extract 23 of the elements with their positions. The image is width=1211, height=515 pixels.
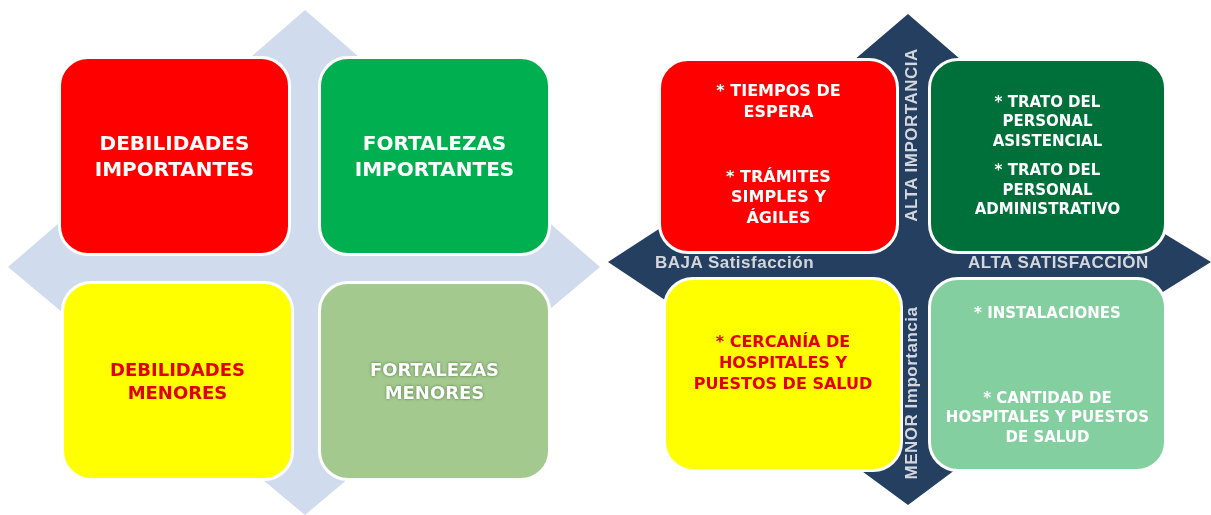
box-text: * INSTALACIONES (974, 304, 1121, 324)
quadrant-box (658, 58, 899, 254)
quadrant-box (928, 277, 1167, 472)
quadrant-box (318, 281, 551, 481)
quadrant-box (318, 56, 551, 256)
box-text: * CANTIDAD DE HOSPITALES Y PUESTOS DE SALUD (944, 388, 1151, 447)
box-text: * TRATO DEL PERSONAL ASISTENCIAL (991, 92, 1104, 151)
box-text: DEBILIDADES MENORES (109, 357, 246, 405)
quadrant-box (58, 56, 291, 256)
box-text: * TRATO DEL PERSONAL ADMINISTRATIVO (973, 161, 1122, 220)
box-text: * TIEMPOS DE ESPERA (715, 81, 842, 123)
quadrant-box (663, 277, 903, 472)
box-text: * TRÁMITES SIMPLES Y ÁGILES (725, 166, 832, 229)
axis-label: ALTA IMPORTANCIA (901, 48, 922, 222)
box-text: DEBILIDADES IMPORTANTES (93, 130, 256, 182)
box-text: FORTALEZAS IMPORTANTES (353, 130, 516, 182)
axis-label: BAJA Satisfacción (655, 253, 815, 273)
axis-label: ALTA SATISFACCIÓN (968, 253, 1149, 273)
quadrant-box (61, 281, 294, 481)
axis-label: MENOR Importancia (901, 306, 922, 480)
box-text: * CERCANÍA DE HOSPITALES Y PUESTOS DE SALUD (692, 332, 874, 395)
box-text: FORTALEZAS MENORES (368, 357, 501, 405)
quadrant-box (928, 58, 1167, 254)
